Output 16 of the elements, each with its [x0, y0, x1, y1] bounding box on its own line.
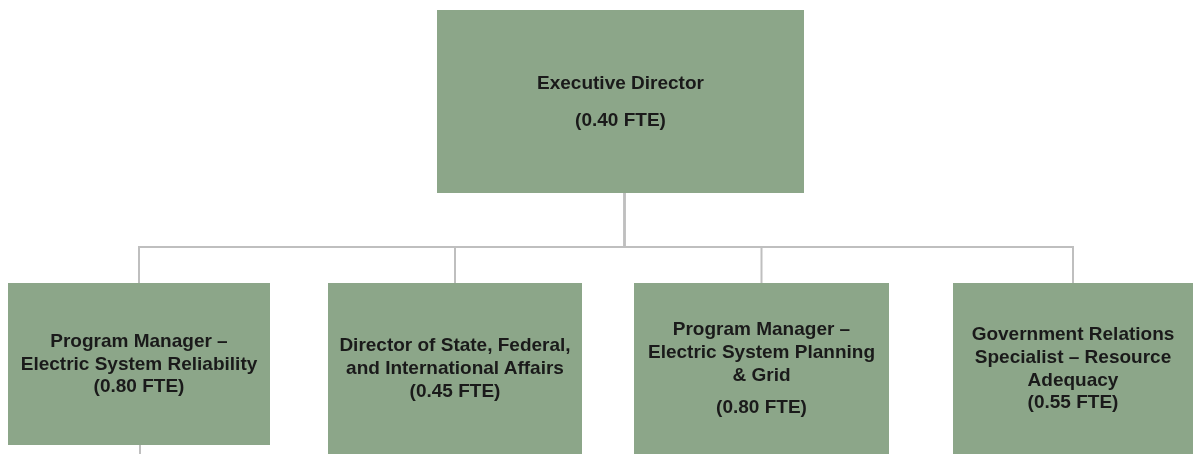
role-box — [8, 283, 270, 445]
role-title: Director of State, Federal, and International Affairs — [338, 334, 572, 380]
role-box — [328, 283, 582, 454]
role-box — [953, 283, 1193, 454]
fte-label: (0.55 FTE) — [1027, 391, 1119, 415]
connector-line — [139, 444, 141, 454]
role-title: Executive Director — [537, 71, 704, 95]
role-title: Program Manager – Electric System Reliability — [19, 329, 259, 376]
role-box — [634, 283, 889, 454]
fte-label: (0.80 FTE) — [93, 375, 185, 399]
role-title: Government Relations Specialist – Resource Adequacy — [970, 322, 1176, 392]
fte-label: (0.45 FTE) — [409, 379, 501, 403]
fte-label: (0.40 FTE) — [575, 108, 666, 132]
fte-label: (0.80 FTE) — [716, 396, 807, 420]
role-title: Program Manager – Electric System Planning & Grid — [647, 317, 876, 387]
role-box — [437, 10, 804, 193]
